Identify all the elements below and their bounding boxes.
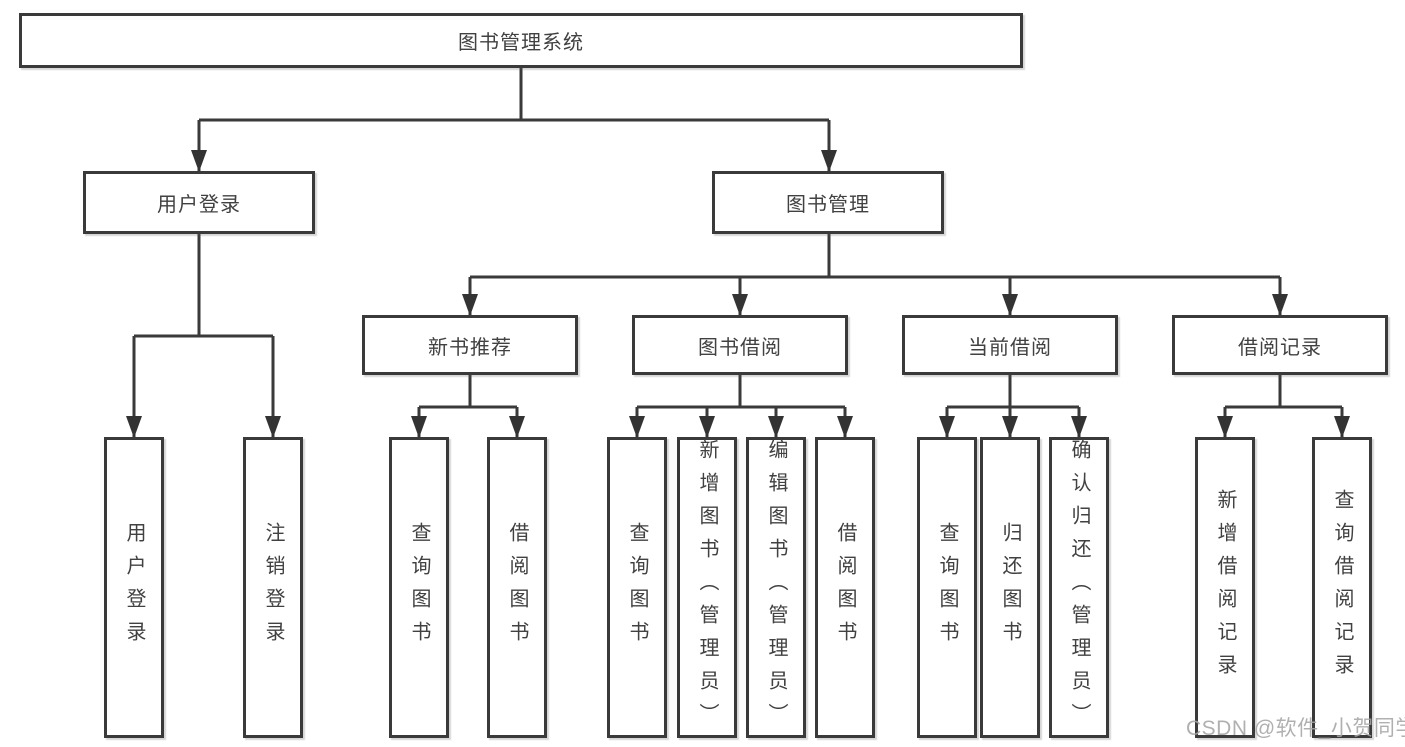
leaf-cb-confirm-return-admin: 确认归还（管理员） — [1049, 437, 1109, 738]
leaf-user-login-label: 用户登录 — [123, 521, 145, 654]
leaf-br-add-record: 新增借阅记录 — [1195, 437, 1255, 738]
leaf-br-query-record-label: 查询借阅记录 — [1331, 488, 1353, 687]
leaf-bb-add-books-admin: 新增图书（管理员） — [677, 437, 737, 738]
leaf-nb-borrow-books-label: 借阅图书 — [506, 521, 528, 654]
leaf-cb-return-books: 归还图书 — [980, 437, 1040, 738]
leaf-logout-label: 注销登录 — [262, 521, 284, 654]
node-new-book-rec: 新书推荐 — [362, 315, 578, 375]
leaf-cb-return-books-label: 归还图书 — [999, 521, 1021, 654]
leaf-bb-edit-books-admin-label: 编辑图书（管理员） — [765, 439, 787, 736]
leaf-br-query-record: 查询借阅记录 — [1312, 437, 1372, 738]
node-book-borrow: 图书借阅 — [632, 315, 848, 375]
node-current-borrow: 当前借阅 — [902, 315, 1118, 375]
leaf-bb-borrow-books: 借阅图书 — [815, 437, 875, 738]
leaf-bb-edit-books-admin: 编辑图书（管理员） — [746, 437, 806, 738]
leaf-cb-query-books-label: 查询图书 — [936, 521, 958, 654]
leaf-cb-query-books: 查询图书 — [917, 437, 977, 738]
leaf-nb-borrow-books: 借阅图书 — [487, 437, 547, 738]
node-user-login: 用户登录 — [83, 171, 315, 234]
leaf-bb-add-books-admin-label: 新增图书（管理员） — [696, 439, 718, 736]
leaf-nb-query-books-label: 查询图书 — [408, 521, 430, 654]
leaf-bb-query-books: 查询图书 — [607, 437, 667, 738]
leaf-user-login: 用户登录 — [104, 437, 164, 738]
leaf-logout: 注销登录 — [243, 437, 303, 738]
node-root-system: 图书管理系统 — [19, 13, 1023, 68]
leaf-br-add-record-label: 新增借阅记录 — [1214, 488, 1236, 687]
leaf-cb-confirm-return-admin-label: 确认归还（管理员） — [1068, 439, 1090, 736]
leaf-nb-query-books: 查询图书 — [389, 437, 449, 738]
node-borrow-records: 借阅记录 — [1172, 315, 1388, 375]
watermark: CSDN @软件_小贺同学 — [1186, 717, 1405, 740]
node-book-mgmt: 图书管理 — [712, 171, 944, 234]
leaf-bb-borrow-books-label: 借阅图书 — [834, 521, 856, 654]
leaf-bb-query-books-label: 查询图书 — [626, 521, 648, 654]
